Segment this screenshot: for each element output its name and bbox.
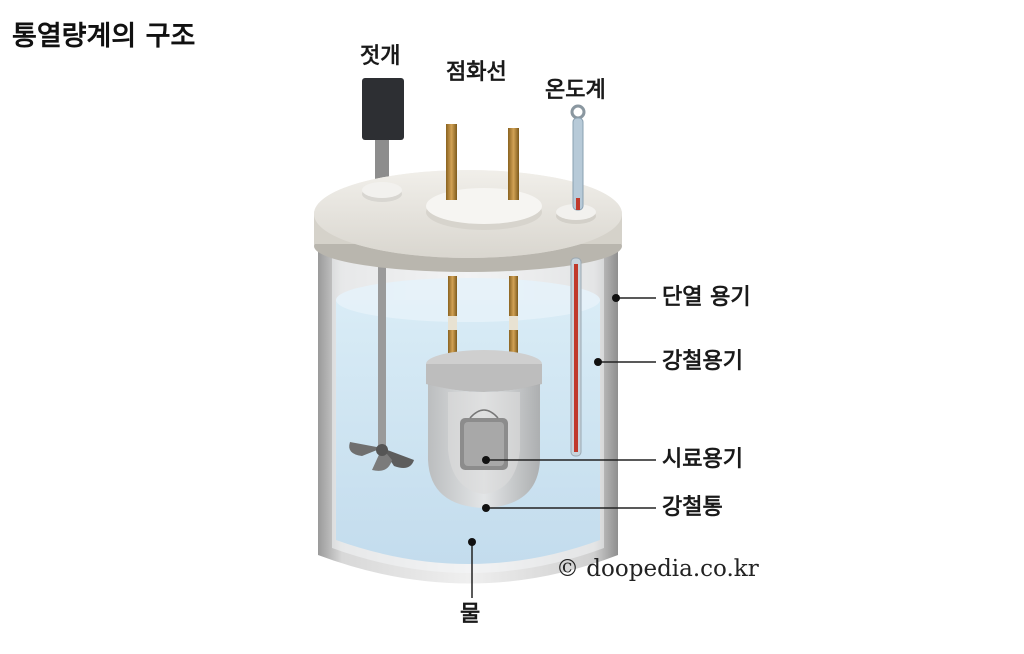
label-steel-container: 강철용기 <box>662 351 743 373</box>
label-stirrer: 젓개 <box>360 46 400 68</box>
label-water: 물 <box>460 604 480 626</box>
copyright-credit: © doopedia.co.kr <box>556 556 759 582</box>
label-steel-bomb: 강철통 <box>662 497 723 519</box>
label-insulated-container: 단열 용기 <box>662 287 751 309</box>
label-ignition-wire: 점화선 <box>446 62 507 84</box>
label-thermometer: 온도계 <box>545 80 606 102</box>
label-sample-container: 시료용기 <box>662 449 743 471</box>
steel-bomb-shape <box>426 350 542 508</box>
diagram-title: 통열량계의 구조 <box>12 14 195 53</box>
